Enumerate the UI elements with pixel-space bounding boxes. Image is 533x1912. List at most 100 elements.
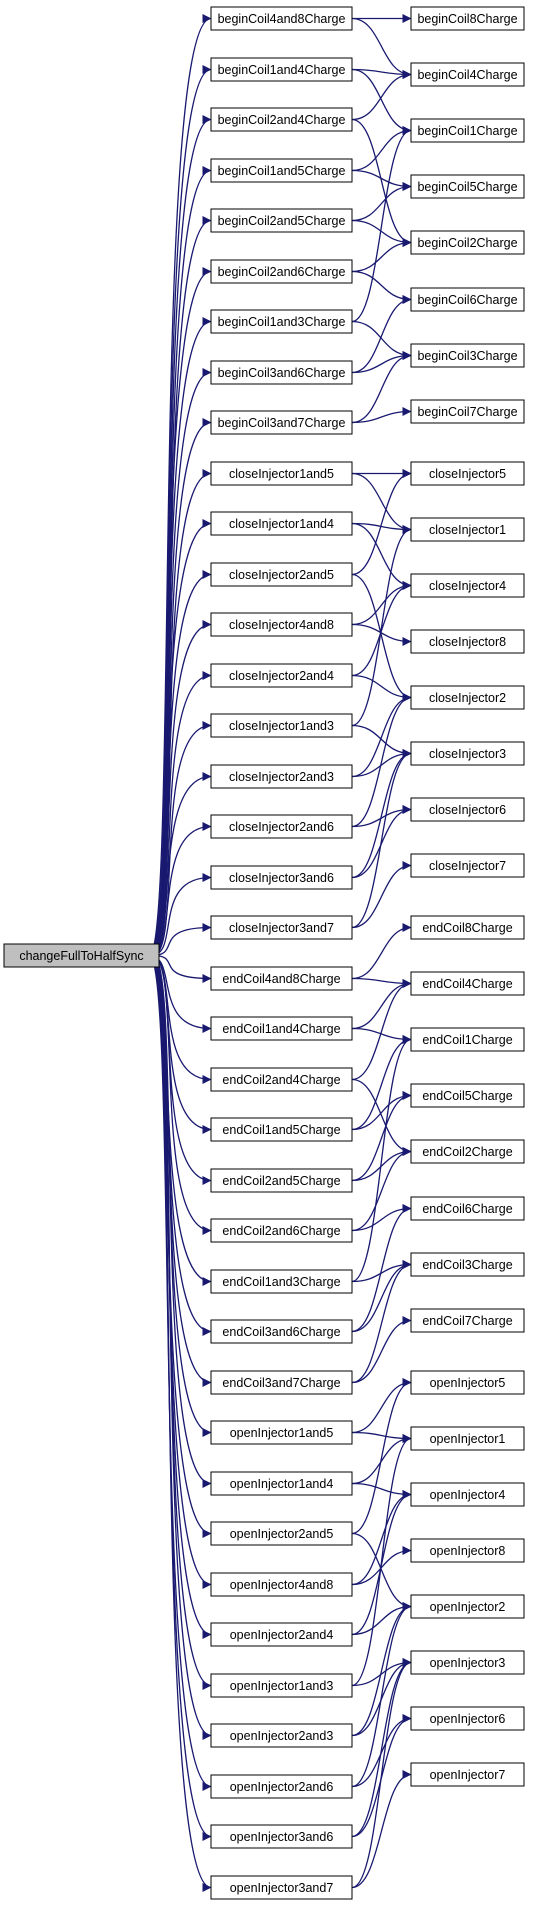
mid-node-open-injector-3and-6-label: openInjector3and6	[230, 1830, 334, 1844]
mid-node-open-injector-4and-8[interactable]: openInjector4and8	[210, 1572, 353, 1597]
mid-node-close-injector-2and-6[interactable]: closeInjector2and6	[210, 814, 353, 839]
leaf-node-end-coil-4-charge[interactable]: endCoil4Charge	[410, 971, 525, 996]
leaf-node-begin-coil-8-charge[interactable]: beginCoil8Charge	[410, 6, 525, 31]
mid-node-open-injector-1and-5[interactable]: openInjector1and5	[210, 1420, 353, 1445]
mid-node-close-injector-1and-5[interactable]: closeInjector1and5	[210, 461, 353, 486]
leaf-node-begin-coil-4-charge-label: beginCoil4Charge	[417, 68, 517, 82]
mid-node-end-coil-3and-6-charge[interactable]: endCoil3and6Charge	[210, 1319, 353, 1344]
mid-node-begin-coil-1and-3-charge[interactable]: beginCoil1and3Charge	[210, 309, 353, 334]
edge-open-injector-4and-8-to-open-injector-4	[351, 1490, 412, 1586]
leaf-node-end-coil-7-charge[interactable]: endCoil7Charge	[410, 1308, 525, 1333]
leaf-node-end-coil-2-charge[interactable]: endCoil2Charge	[410, 1139, 525, 1164]
leaf-node-open-injector-7[interactable]: openInjector7	[410, 1762, 525, 1787]
mid-node-close-injector-2and-3[interactable]: closeInjector2and3	[210, 764, 353, 789]
mid-node-begin-coil-1and-4-charge[interactable]: beginCoil1and4Charge	[210, 57, 353, 82]
mid-node-begin-coil-1and-5-charge[interactable]: beginCoil1and5Charge	[210, 158, 353, 183]
leaf-node-close-injector-6[interactable]: closeInjector6	[410, 797, 525, 822]
edge-root-to-end-coil-2and-6-charge	[152, 954, 212, 1235]
mid-node-close-injector-3and-7[interactable]: closeInjector3and7	[210, 915, 353, 940]
mid-node-open-injector-3and-7-label: openInjector3and7	[230, 1881, 334, 1895]
mid-node-end-coil-1and-3-charge-label: endCoil1and3Charge	[222, 1275, 340, 1289]
leaf-node-end-coil-5-charge[interactable]: endCoil5Charge	[410, 1083, 525, 1108]
mid-node-close-injector-3and-6[interactable]: closeInjector3and6	[210, 865, 353, 890]
root-node-change-full-to-half-sync-box	[3, 943, 160, 968]
leaf-node-begin-coil-6-charge[interactable]: beginCoil6Charge	[410, 287, 525, 312]
leaf-node-open-injector-3[interactable]: openInjector3	[410, 1650, 525, 1675]
leaf-node-begin-coil-6-charge-box	[410, 287, 525, 312]
mid-node-end-coil-2and-6-charge-label: endCoil2and6Charge	[222, 1224, 340, 1238]
leaf-node-close-injector-2[interactable]: closeInjector2	[410, 685, 525, 710]
leaf-node-close-injector-7[interactable]: closeInjector7	[410, 853, 525, 878]
mid-node-begin-coil-2and-5-charge[interactable]: beginCoil2and5Charge	[210, 208, 353, 233]
mid-node-open-injector-3and-6[interactable]: openInjector3and6	[210, 1824, 353, 1849]
edge-close-injector-4and-8-to-close-injector-8	[351, 623, 412, 646]
mid-node-open-injector-2and-6[interactable]: openInjector2and6	[210, 1774, 353, 1799]
root-node-change-full-to-half-sync[interactable]: changeFullToHalfSync	[3, 943, 160, 968]
leaf-node-close-injector-8[interactable]: closeInjector8	[410, 629, 525, 654]
mid-node-open-injector-4and-8-label: openInjector4and8	[230, 1578, 334, 1592]
edge-end-coil-1and-3-charge-to-end-coil-1-charge	[351, 1035, 412, 1283]
leaf-node-open-injector-2[interactable]: openInjector2	[410, 1594, 525, 1619]
mid-node-end-coil-1and-4-charge[interactable]: endCoil1and4Charge	[210, 1016, 353, 1041]
edge-open-injector-3and-6-to-open-injector-3	[351, 1658, 412, 1838]
mid-node-close-injector-1and-3[interactable]: closeInjector1and3	[210, 713, 353, 738]
mid-node-end-coil-2and-6-charge[interactable]: endCoil2and6Charge	[210, 1218, 353, 1243]
mid-node-begin-coil-3and-6-charge[interactable]: beginCoil3and6Charge	[210, 360, 353, 385]
leaf-node-end-coil-6-charge[interactable]: endCoil6Charge	[410, 1196, 525, 1221]
leaf-node-open-injector-4[interactable]: openInjector4	[410, 1482, 525, 1507]
leaf-node-open-injector-5[interactable]: openInjector5	[410, 1370, 525, 1395]
mid-node-end-coil-1and-5-charge[interactable]: endCoil1and5Charge	[210, 1117, 353, 1142]
mid-node-end-coil-1and-3-charge[interactable]: endCoil1and3Charge	[210, 1269, 353, 1294]
leaf-node-close-injector-1[interactable]: closeInjector1	[410, 517, 525, 542]
mid-node-close-injector-2and-5[interactable]: closeInjector2and5	[210, 562, 353, 587]
mid-node-open-injector-2and-3[interactable]: openInjector2and3	[210, 1723, 353, 1748]
leaf-node-begin-coil-1-charge-label: beginCoil1Charge	[417, 124, 517, 138]
mid-node-close-injector-2and-4[interactable]: closeInjector2and4	[210, 663, 353, 688]
mid-node-open-injector-2and-4[interactable]: openInjector2and4	[210, 1622, 353, 1647]
leaf-node-end-coil-1-charge[interactable]: endCoil1Charge	[410, 1027, 525, 1052]
leaf-node-begin-coil-7-charge[interactable]: beginCoil7Charge	[410, 399, 525, 424]
edge-root-to-end-coil-4and-8-charge	[152, 954, 212, 983]
leaf-node-close-injector-3-box	[410, 741, 525, 766]
leaf-node-close-injector-5[interactable]: closeInjector5	[410, 461, 525, 486]
mid-node-begin-coil-4and-8-charge[interactable]: beginCoil4and8Charge	[210, 6, 353, 31]
leaf-node-end-coil-8-charge[interactable]: endCoil8Charge	[410, 915, 525, 940]
mid-node-end-coil-2and-5-charge[interactable]: endCoil2and5Charge	[210, 1168, 353, 1193]
mid-node-open-injector-2and-5[interactable]: openInjector2and5	[210, 1521, 353, 1546]
mid-node-close-injector-1and-4[interactable]: closeInjector1and4	[210, 511, 353, 536]
mid-node-end-coil-3and-7-charge[interactable]: endCoil3and7Charge	[210, 1370, 353, 1395]
mid-node-end-coil-4and-8-charge[interactable]: endCoil4and8Charge	[210, 966, 353, 991]
mid-node-open-injector-1and-3[interactable]: openInjector1and3	[210, 1673, 353, 1698]
edge-end-coil-2and-4-charge-to-end-coil-4-charge	[351, 979, 412, 1081]
mid-node-begin-coil-2and-4-charge[interactable]: beginCoil2and4Charge	[210, 107, 353, 132]
mid-node-begin-coil-3and-7-charge[interactable]: beginCoil3and7Charge	[210, 410, 353, 435]
leaf-node-open-injector-6[interactable]: openInjector6	[410, 1706, 525, 1731]
mid-node-open-injector-3and-7[interactable]: openInjector3and7	[210, 1875, 353, 1900]
leaf-node-begin-coil-3-charge[interactable]: beginCoil3Charge	[410, 343, 525, 368]
leaf-node-begin-coil-1-charge-box	[410, 118, 525, 143]
mid-node-end-coil-1and-4-charge-box	[210, 1016, 353, 1041]
edge-begin-coil-3and-7-charge-to-begin-coil-7-charge	[351, 407, 412, 424]
mid-node-close-injector-3and-6-label: closeInjector3and6	[229, 871, 334, 885]
mid-node-open-injector-1and-4[interactable]: openInjector1and4	[210, 1471, 353, 1496]
mid-node-begin-coil-2and-6-charge[interactable]: beginCoil2and6Charge	[210, 259, 353, 284]
leaf-node-close-injector-3[interactable]: closeInjector3	[410, 741, 525, 766]
mid-node-end-coil-2and-4-charge[interactable]: endCoil2and4Charge	[210, 1067, 353, 1092]
leaf-node-open-injector-2-label: openInjector2	[430, 1600, 506, 1614]
nodes-layer: beginCoil8Charge beginCoil4Charge beginCoi…	[3, 6, 525, 1900]
leaf-node-close-injector-4[interactable]: closeInjector4	[410, 573, 525, 598]
leaf-node-open-injector-1[interactable]: openInjector1	[410, 1426, 525, 1451]
leaf-node-begin-coil-4-charge[interactable]: beginCoil4Charge	[410, 62, 525, 87]
edge-open-injector-2and-3-to-open-injector-2	[351, 1602, 412, 1737]
edge-end-coil-2and-4-charge-to-end-coil-2-charge	[351, 1078, 412, 1156]
mid-node-close-injector-4and-8[interactable]: closeInjector4and8	[210, 612, 353, 637]
leaf-node-begin-coil-5-charge[interactable]: beginCoil5Charge	[410, 174, 525, 199]
leaf-node-end-coil-3-charge[interactable]: endCoil3Charge	[410, 1252, 525, 1277]
leaf-node-begin-coil-2-charge[interactable]: beginCoil2Charge	[410, 230, 525, 255]
leaf-node-open-injector-1-label: openInjector1	[430, 1432, 506, 1446]
leaf-node-end-coil-5-charge-label: endCoil5Charge	[422, 1089, 512, 1103]
leaf-node-close-injector-6-box	[410, 797, 525, 822]
leaf-node-open-injector-8[interactable]: openInjector8	[410, 1538, 525, 1563]
leaf-node-begin-coil-1-charge[interactable]: beginCoil1Charge	[410, 118, 525, 143]
mid-node-open-injector-1and-3-box	[210, 1673, 353, 1698]
